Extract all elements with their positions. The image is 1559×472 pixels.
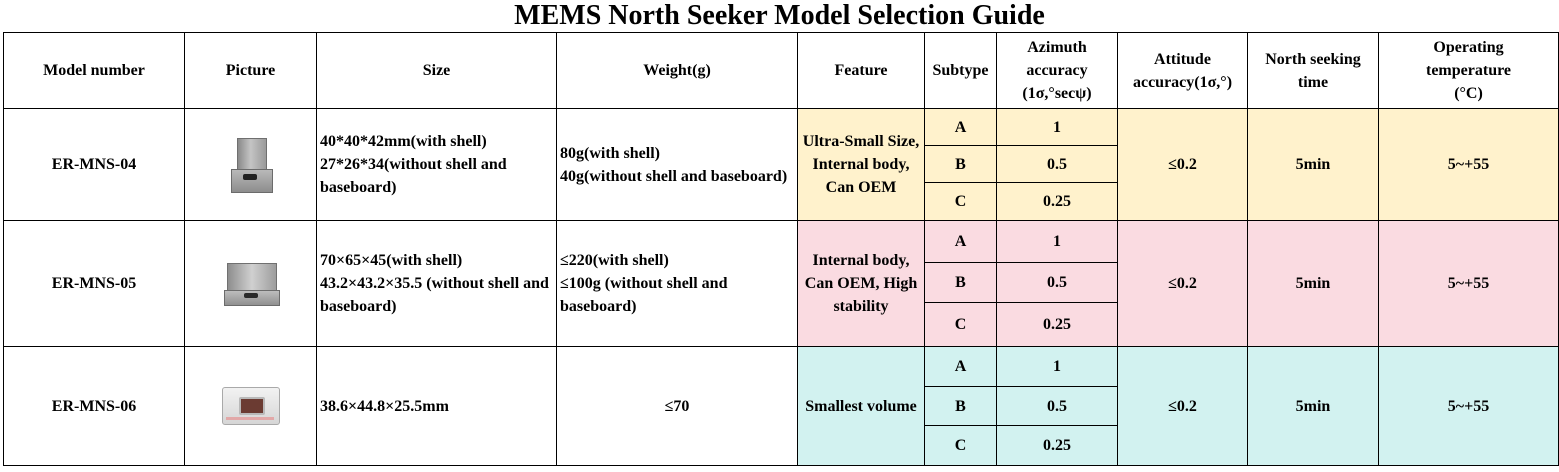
header-temp-line: temperature [1426,62,1511,79]
header-feature: Feature [797,32,925,109]
weight-line: ≤220(with shell) [560,252,669,269]
table-row: ER-MNS-05 70×65×45(with shell) 43.2×43.2… [3,220,1559,347]
size-line: 38.6×44.8×25.5mm [320,397,449,415]
size-line: 27*26*34(without shell and baseboard) [320,156,507,196]
header-model-number: Model number [3,32,185,109]
picture-cell [184,108,317,221]
north-seeking-time-cell: 5min [1247,108,1379,221]
azimuth-accuracy-cell: 0.25 [996,425,1118,466]
subtype-cell: C [924,302,997,347]
header-picture: Picture [184,32,317,109]
header-north-time-line: North seeking [1265,50,1361,68]
subtype-cell: B [924,262,997,303]
header-north-seeking-time: North seeking time [1247,32,1379,109]
header-attitude-accuracy: Attitude accuracy(1σ,°) [1117,32,1248,109]
feature-cell: Ultra-Small Size, Internal body, Can OEM [797,108,925,221]
table-row: ER-MNS-04 40*40*42mm(with shell) 27*26*3… [3,108,1559,221]
model-number-cell: ER-MNS-04 [3,108,185,221]
weight-line: 40g(without shell and baseboard) [560,167,788,185]
attitude-accuracy-cell: ≤0.2 [1117,220,1248,347]
subtype-cell: A [924,220,997,263]
operating-temperature-cell: 5~+55 [1378,346,1559,466]
model-number-cell: ER-MNS-06 [3,346,185,466]
header-operating-temperature: Operating temperature (°C) [1378,32,1559,109]
north-seeker-er-mns-04-image [230,137,273,193]
feature-cell: Smallest volume [797,346,925,466]
azimuth-accuracy-cell: 0.5 [996,145,1118,183]
subtype-cell: B [924,145,997,183]
subtype-cell: C [924,182,997,221]
azimuth-accuracy-cell: 0.25 [996,302,1118,347]
weight-cell: 80g(with shell) 40g(without shell and ba… [556,108,798,221]
table-row: C 0.25 [4,425,1559,466]
header-north-time-line: time [1297,73,1329,91]
size-line: 43.2×43.2×35.5 (without shell and basebo… [320,275,549,315]
header-row: Model number Picture Size Weight(g) Feat… [3,32,1559,109]
weight-cell: ≤220(with shell) ≤100g (without shell an… [556,220,798,347]
subtype-cell: A [924,346,997,387]
weight-line: ≤100g (without shell and baseboard) [560,275,728,315]
header-subtype: Subtype [924,32,997,109]
size-cell: 40*40*42mm(with shell) 27*26*34(without … [316,108,557,221]
attitude-accuracy-cell: ≤0.2 [1117,346,1248,466]
model-number-cell: ER-MNS-05 [3,220,185,347]
size-cell: 70×65×45(with shell) 43.2×43.2×35.5 (wit… [316,220,557,347]
azimuth-accuracy-cell: 1 [996,108,1118,146]
subtype-cell: C [924,425,997,466]
azimuth-accuracy-cell: 1 [996,220,1118,263]
north-seeking-time-cell: 5min [1247,220,1379,347]
picture-cell [184,220,317,347]
size-cell: 38.6×44.8×25.5mm [316,346,557,466]
table-row: B 0.5 [4,145,1559,183]
table-row: ER-MNS-06 38.6×44.8×25.5mm ≤70 Smallest … [3,346,1559,466]
operating-temperature-cell: 5~+55 [1378,108,1559,221]
header-attitude-line: Attitude [1154,50,1211,68]
picture-cell [184,346,317,466]
subtype-cell: B [924,386,997,426]
size-line: 70×65×45(with shell) [320,252,463,269]
page-title: MEMS North Seeker Model Selection Guide [514,0,1045,31]
feature-cell: Internal body, Can OEM, High stability [797,220,925,347]
header-azimuth-line: accuracy [1026,62,1088,79]
weight-line: ≤70 [664,397,690,415]
north-seeker-er-mns-05-image [223,262,280,306]
azimuth-accuracy-cell: 1 [996,346,1118,387]
table-row: C 0.25 [4,302,1559,347]
operating-temperature-cell: 5~+55 [1378,220,1559,347]
attitude-accuracy-cell: ≤0.2 [1117,108,1248,221]
north-seeking-time-cell: 5min [1247,346,1379,466]
header-azimuth-accuracy: Azimuth accuracy (1σ,°secψ) [996,32,1118,109]
subtype-cell: A [924,108,997,146]
header-azimuth-line: (1σ,°secψ) [1022,85,1092,102]
table-row: B 0.5 [4,386,1559,426]
header-azimuth-line: Azimuth [1027,39,1087,56]
azimuth-accuracy-cell: 0.5 [996,386,1118,426]
size-line: 40*40*42mm(with shell) [320,133,487,150]
header-temp-line: Operating [1433,39,1504,56]
north-seeker-er-mns-06-image [221,387,280,425]
weight-cell: ≤70 [556,346,798,466]
azimuth-accuracy-cell: 0.25 [996,182,1118,221]
weight-line: 80g(with shell) [560,144,660,162]
header-weight: Weight(g) [556,32,798,109]
azimuth-accuracy-cell: 0.5 [996,262,1118,303]
table-row: C 0.25 [4,182,1559,221]
header-temp-line: (°C) [1454,85,1483,102]
header-size: Size [316,32,557,109]
model-selection-table: Model number Picture Size Weight(g) Feat… [3,32,1559,466]
header-attitude-line: accuracy(1σ,°) [1132,73,1233,91]
